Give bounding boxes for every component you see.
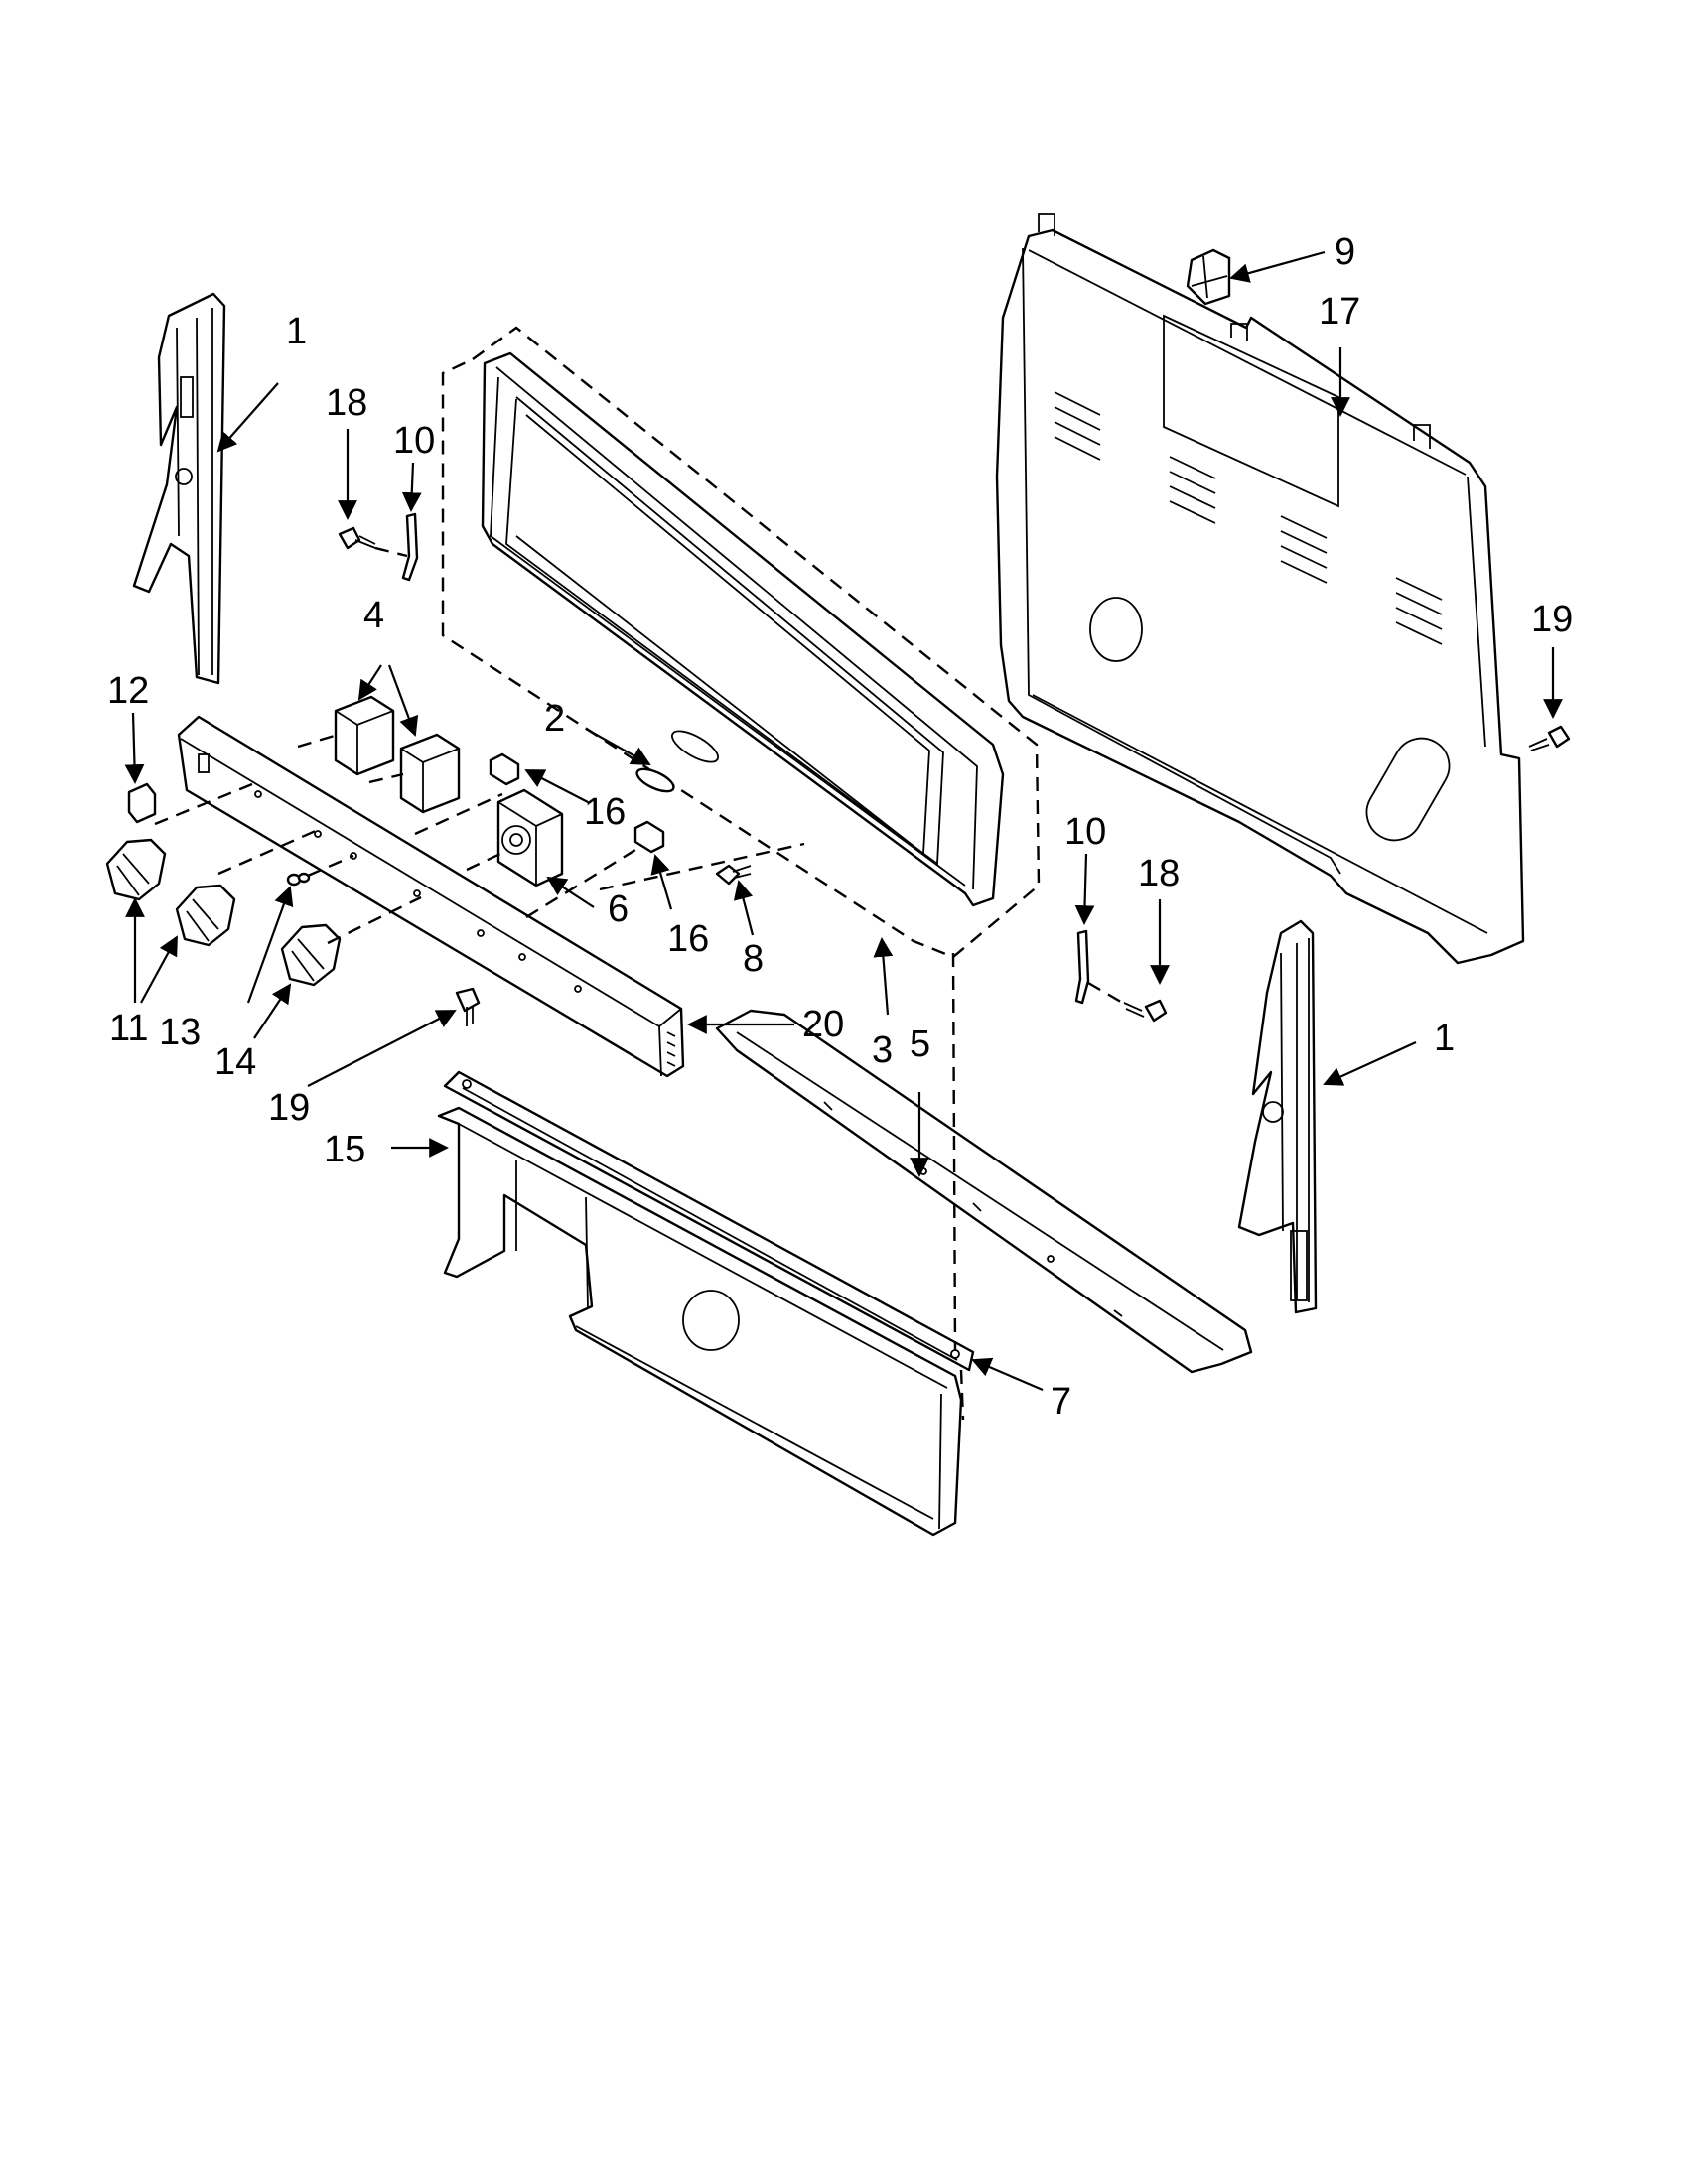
part-5-trim — [715, 1009, 1253, 1374]
callout-18-left: 18 — [326, 382, 367, 424]
callout-17: 17 — [1319, 291, 1360, 333]
callout-1-left: 1 — [286, 311, 307, 352]
callout-10-left: 10 — [393, 420, 435, 462]
callout-1-right: 1 — [1434, 1018, 1455, 1059]
part-20-control-bar — [177, 715, 685, 1078]
callout-9: 9 — [1335, 231, 1355, 273]
part-18-screw-left — [338, 526, 376, 550]
callout-19-right: 19 — [1531, 599, 1573, 640]
part-11-knobs — [105, 838, 236, 947]
callout-11: 11 — [109, 1008, 148, 1049]
callout-labels: 1 1 2 3 4 5 6 7 8 9 10 10 11 12 13 14 15… — [107, 231, 1573, 1423]
callout-10-right: 10 — [1064, 811, 1106, 853]
part-14-knob — [280, 923, 342, 987]
part-6-switch-block — [496, 788, 564, 887]
part-12-rocker-switch — [127, 782, 157, 824]
part-19-screw-right — [1528, 725, 1571, 751]
callout-16-lower: 16 — [667, 918, 709, 960]
callout-20: 20 — [802, 1004, 844, 1045]
part-1-side-bracket-right — [1237, 919, 1318, 1314]
callout-12: 12 — [107, 670, 149, 712]
callout-19-bottom: 19 — [268, 1087, 310, 1129]
part-8-screw — [715, 864, 752, 886]
part-9-clip — [1186, 248, 1231, 306]
part-4-relays — [334, 695, 461, 814]
part-19-screw-bottom — [455, 987, 481, 1026]
part-2-badge — [635, 767, 675, 793]
callout-2: 2 — [544, 698, 565, 740]
callout-18-right: 18 — [1138, 853, 1180, 894]
callout-15: 15 — [324, 1129, 365, 1170]
part-16-switches — [489, 752, 665, 854]
part-7-bracket — [443, 1070, 975, 1372]
callout-14: 14 — [214, 1041, 256, 1083]
part-3-dashed-outline — [441, 326, 1041, 959]
part-10-clip-left — [401, 512, 419, 582]
callout-6: 6 — [608, 888, 629, 930]
callout-5: 5 — [910, 1024, 930, 1065]
callout-4: 4 — [363, 595, 384, 636]
assembly-lines — [154, 546, 1127, 1421]
part-13-pin — [286, 872, 311, 887]
part-15-lower-panel — [437, 1106, 963, 1537]
callout-7: 7 — [1051, 1381, 1071, 1423]
part-10-clip-right — [1074, 929, 1090, 1005]
callout-3: 3 — [872, 1029, 893, 1071]
callout-13: 13 — [159, 1012, 201, 1053]
leader-arrows — [124, 250, 1563, 1392]
part-1-side-bracket-left — [132, 292, 226, 685]
callout-8: 8 — [743, 938, 764, 980]
part-3-console — [481, 351, 1005, 907]
callout-16-upper: 16 — [584, 791, 626, 833]
part-17-rear-panel — [995, 213, 1525, 965]
part-18-screw-right — [1123, 999, 1168, 1023]
